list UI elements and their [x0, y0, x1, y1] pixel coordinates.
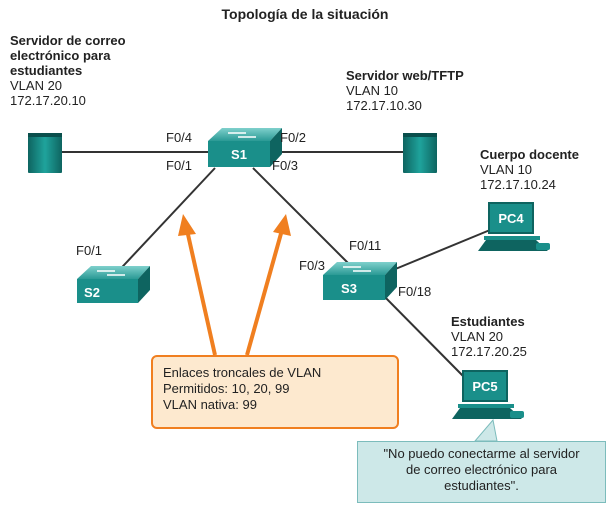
pc4-label: PC4 — [498, 211, 524, 226]
quote-line-2: de correo electrónico para — [405, 462, 558, 477]
trunk-arrows — [178, 214, 291, 356]
port-s1-f01: F0/1 — [166, 158, 193, 173]
web-server-vlan: VLAN 10 — [346, 83, 399, 98]
link-s1-s3 — [252, 167, 351, 266]
links — [62, 151, 491, 379]
faculty-ip: 172.17.10.24 — [480, 177, 556, 192]
pc5-icon: PC5 — [452, 370, 524, 419]
port-s3-f18: F0/18 — [398, 284, 432, 299]
switch-s3-icon: S3 — [323, 262, 397, 300]
callout-line-3: VLAN nativa: 99 — [163, 397, 257, 412]
mail-server-name-3: estudiantes — [10, 63, 83, 78]
student-quote: "No puedo conectarme al servidor de corr… — [357, 441, 606, 503]
trunk-callout: Enlaces troncales de VLAN Permitidos: 10… — [151, 355, 399, 429]
pc4-icon: PC4 — [478, 202, 550, 251]
mail-server-ip: 172.17.20.10 — [10, 93, 86, 108]
web-server-ip: 172.17.10.30 — [346, 98, 422, 113]
web-server-icon — [403, 133, 437, 173]
arrow-right — [245, 229, 284, 356]
callout-line-1: Enlaces troncales de VLAN — [163, 365, 322, 380]
faculty-name: Cuerpo docente — [480, 147, 579, 162]
port-s3-f03: F0/3 — [299, 258, 326, 273]
mail-server-name-2: electrónico para — [10, 48, 111, 63]
students-name: Estudiantes — [451, 314, 525, 329]
port-s2-f01: F0/1 — [76, 243, 103, 258]
port-s1-f03: F0/3 — [272, 158, 299, 173]
mail-server-name-1: Servidor de correo — [10, 33, 126, 48]
quote-line-1: "No puedo conectarme al servidor — [383, 446, 580, 461]
web-server-name: Servidor web/TFTP — [346, 68, 464, 83]
arrow-left — [185, 229, 217, 356]
switch-s1-label: S1 — [231, 147, 247, 162]
port-s1-f04: F0/4 — [166, 130, 193, 145]
switch-s3-label: S3 — [341, 281, 357, 296]
switch-s2-label: S2 — [84, 285, 100, 300]
mail-server-icon — [28, 133, 62, 173]
port-s3-f11: F0/11 — [349, 238, 382, 253]
pc5-label: PC5 — [472, 379, 497, 394]
quote-line-3: estudiantes". — [444, 478, 519, 493]
switch-s2-icon: S2 — [77, 266, 150, 303]
quote-pointer — [473, 418, 498, 442]
students-vlan: VLAN 20 — [451, 329, 504, 344]
faculty-vlan: VLAN 10 — [480, 162, 533, 177]
link-s1-s2 — [109, 167, 216, 281]
callout-line-2: Permitidos: 10, 20, 99 — [163, 381, 290, 396]
port-s1-f02: F0/2 — [280, 130, 307, 145]
mail-server-vlan: VLAN 20 — [10, 78, 63, 93]
students-ip: 172.17.20.25 — [451, 344, 527, 359]
link-s3-pc5 — [374, 286, 466, 379]
switch-s1-icon: S1 — [208, 128, 282, 167]
link-s3-pc4 — [392, 229, 491, 271]
diagram-title: Topología de la situación — [221, 6, 389, 22]
